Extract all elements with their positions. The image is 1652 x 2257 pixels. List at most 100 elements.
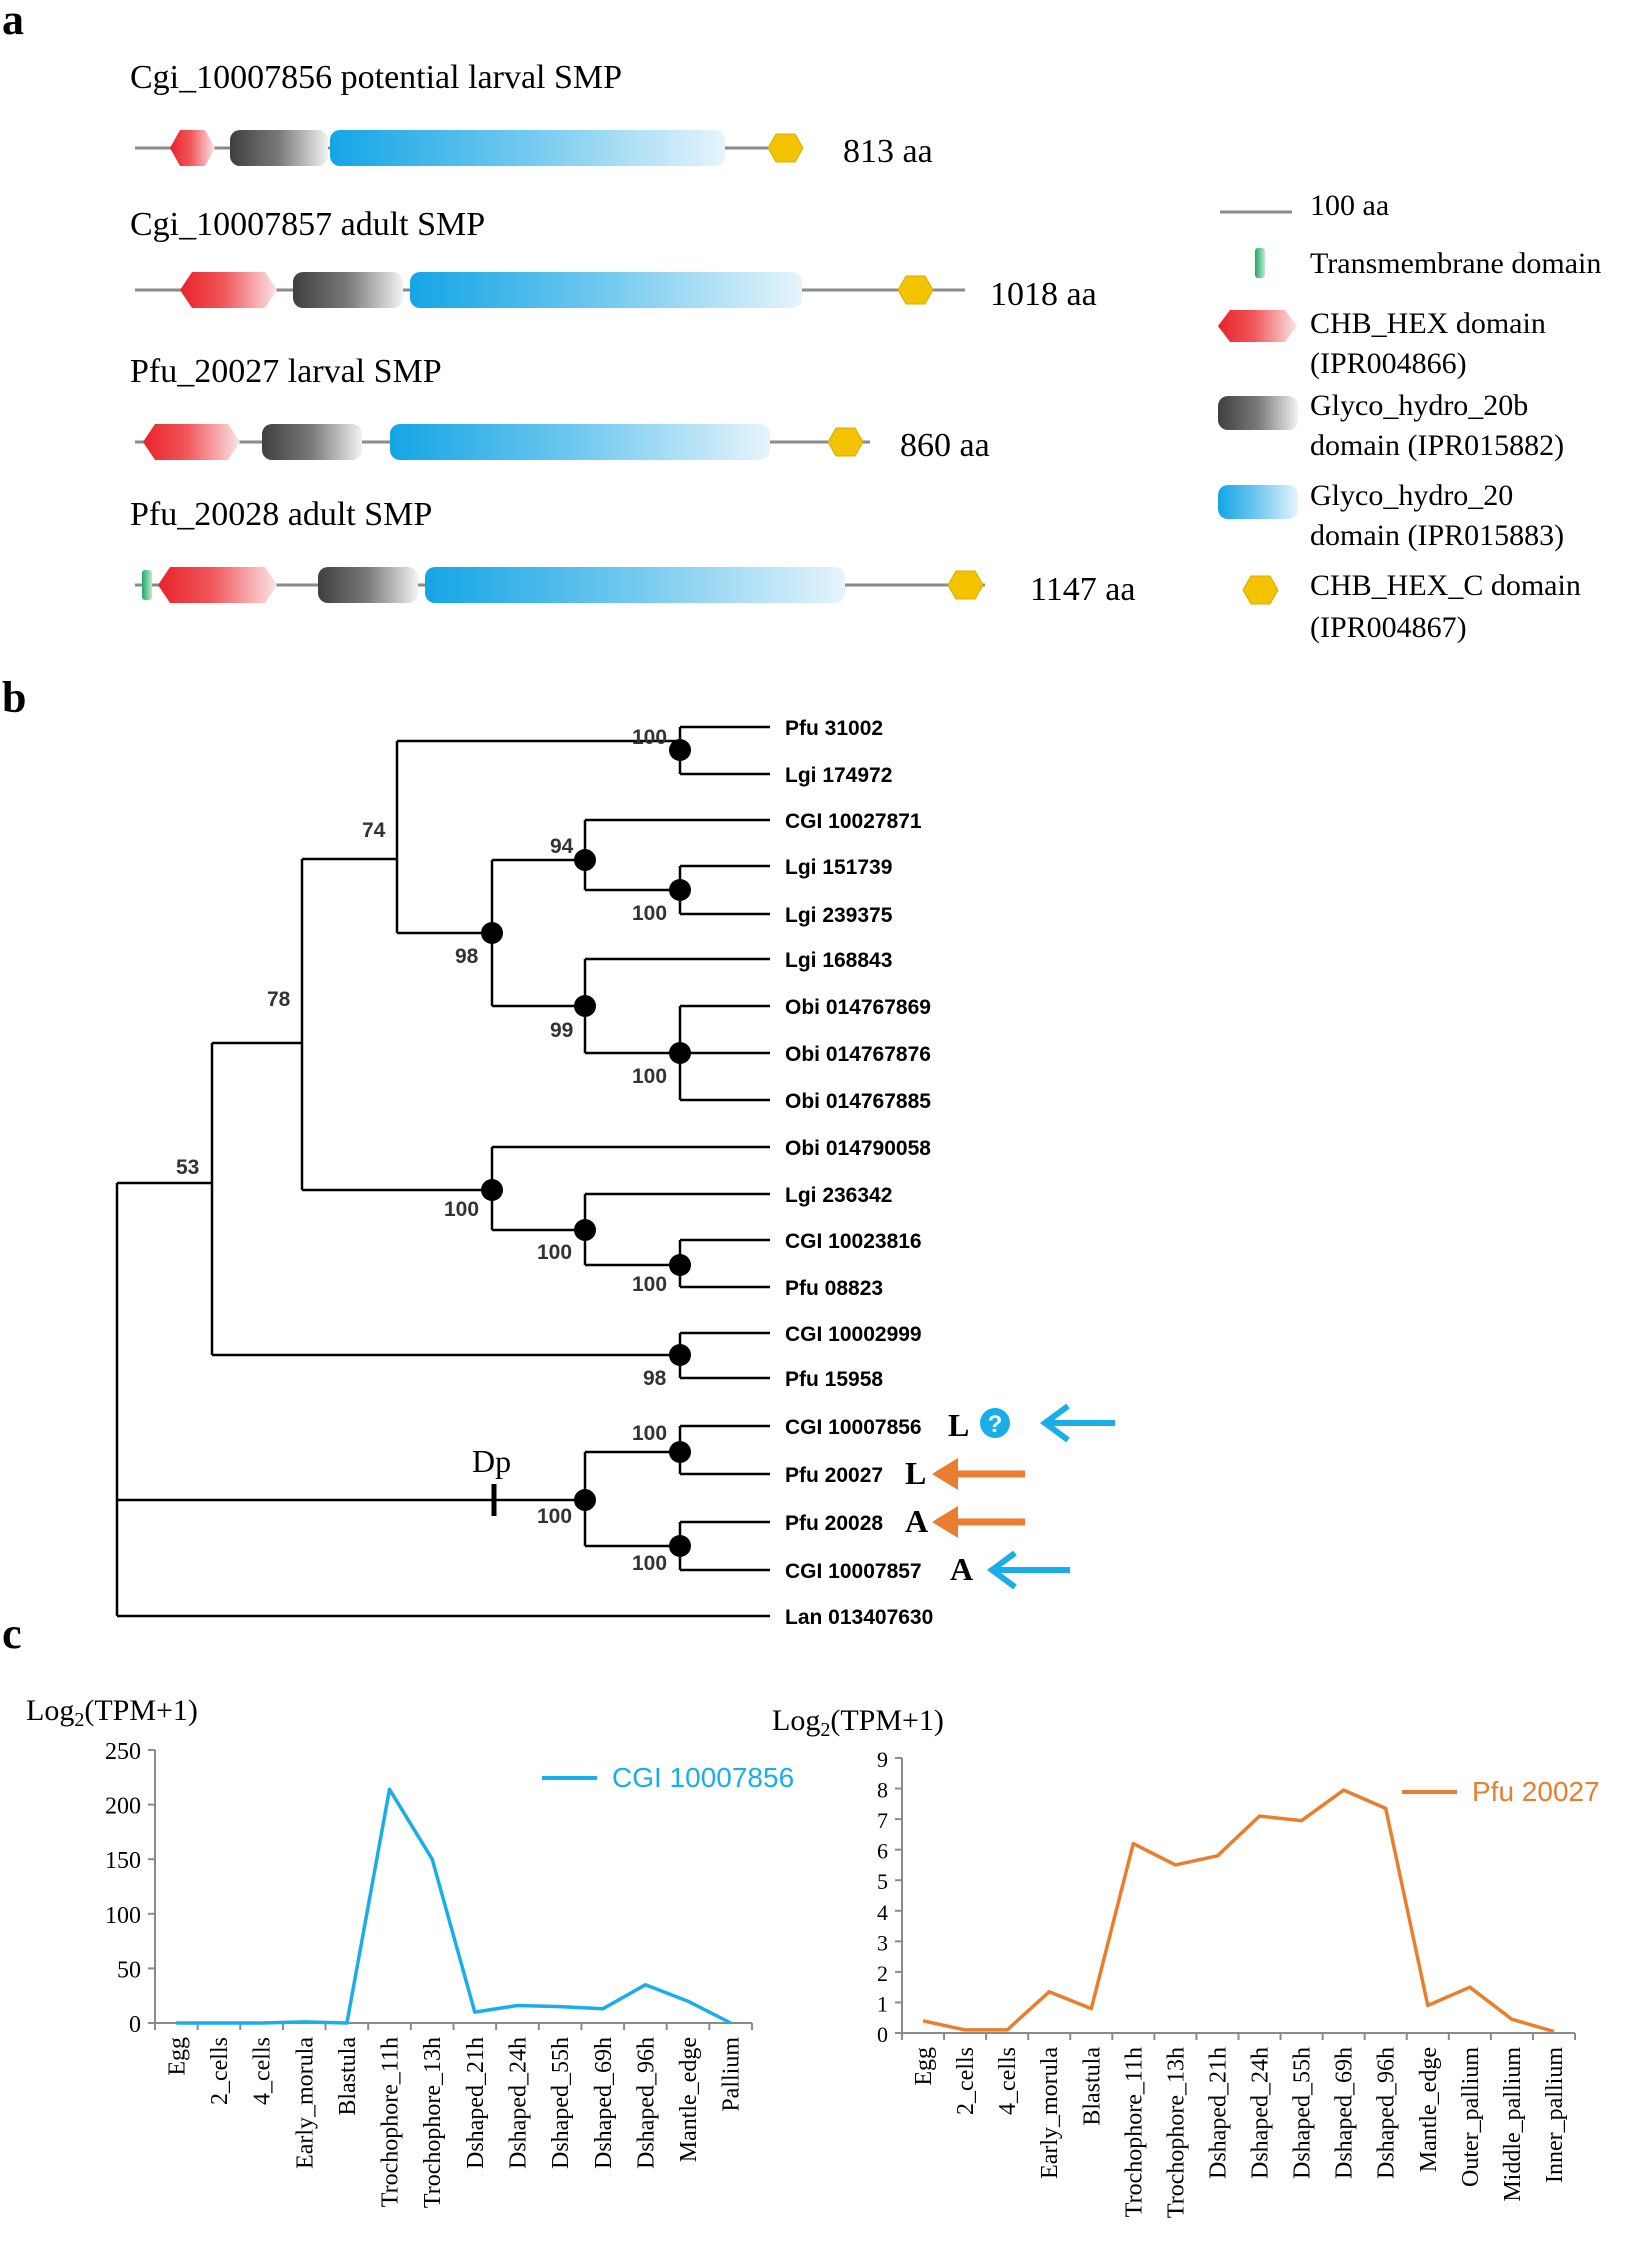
leaf-label: CGI 10002999 — [785, 1323, 922, 1346]
x-tick-label: Egg — [911, 2047, 937, 2086]
x-tick-label: Dshaped_69h — [591, 2037, 617, 2169]
panel-letter-a: a — [2, 0, 24, 44]
node-dot — [669, 739, 691, 761]
node-dot — [669, 1254, 691, 1276]
right-ylabel: Log2(TPM+1) — [772, 1704, 944, 1741]
bootstrap-labels: 100 74 94 100 98 99 100 78 100 100 100 5… — [176, 726, 667, 1575]
leaf-label: Obi 014767876 — [785, 1043, 931, 1066]
leaf-label: Lgi 239375 — [785, 904, 893, 927]
protein-title-4: Pfu_20028 adult SMP — [130, 496, 432, 533]
glyco-hydro-20-domain — [330, 130, 725, 166]
orange-arrow-icon — [932, 1506, 1025, 1538]
chb-hex-c-domain — [767, 133, 804, 163]
transmembrane-domain — [142, 570, 152, 600]
stage-markers: L L A A — [905, 1407, 973, 1587]
legend-chb-hex-swatch — [1218, 310, 1297, 342]
protein-length-3: 860 aa — [900, 427, 990, 464]
protein-length-1: 813 aa — [843, 133, 933, 170]
bootstrap-value: 100 — [632, 1065, 667, 1088]
protein-title-1: Cgi_10007856 potential larval SMP — [130, 59, 622, 96]
y-tick-label: 2 — [877, 1961, 888, 1986]
x-tick-label: Dshaped_96h — [1374, 2047, 1400, 2179]
panel-letter-b: b — [2, 673, 27, 722]
x-tick-label: 2_cells — [953, 2047, 979, 2115]
leaf-label: Pfu 31002 — [785, 717, 883, 740]
y-tick-label: 7 — [877, 1808, 888, 1833]
node-dot — [574, 995, 596, 1017]
legend-glyco20-id: domain (IPR015883) — [1310, 519, 1564, 552]
node-dot — [669, 879, 691, 901]
larval-marker: L — [905, 1455, 926, 1491]
legend-scale-label: 100 aa — [1310, 189, 1389, 222]
leaf-label: CGI 10027871 — [785, 810, 922, 833]
node-dot — [481, 922, 503, 944]
x-tick-label: Inner_pallium — [1542, 2047, 1568, 2183]
legend-chb-hex-c-label: CHB_HEX_C domain — [1310, 569, 1581, 602]
adult-marker: A — [950, 1551, 973, 1587]
legend-label: Pfu 20027 — [1472, 1776, 1600, 1807]
bootstrap-value: 98 — [643, 1367, 667, 1390]
node-dot — [669, 1441, 691, 1463]
y-tick-label: 9 — [877, 1747, 888, 1772]
bootstrap-value: 100 — [444, 1198, 479, 1221]
x-tick-label: Dshaped_55h — [548, 2037, 574, 2169]
x-tick-label: Dshaped_96h — [633, 2037, 659, 2169]
legend-label: CGI 10007856 — [612, 1762, 794, 1793]
bootstrap-value: 99 — [550, 1019, 573, 1042]
bootstrap-value: 100 — [632, 902, 667, 925]
leaf-label: Pfu 15958 — [785, 1368, 883, 1391]
legend-glyco20b-label: Glyco_hydro_20b — [1310, 389, 1528, 422]
leaf-label: Obi 014767885 — [785, 1090, 931, 1113]
node-dot — [574, 1489, 596, 1511]
larval-marker: L — [948, 1407, 969, 1443]
glyco-hydro-20-domain — [410, 272, 802, 308]
x-tick-label: Trochophore_13h — [420, 2037, 446, 2208]
node-dot — [481, 1179, 503, 1201]
orange-arrow-icon — [932, 1458, 1025, 1490]
chb-hex-c-domain — [897, 275, 934, 305]
y-tick-label: 100 — [105, 1903, 141, 1929]
bootstrap-value: 100 — [632, 1422, 667, 1445]
y-tick-label: 200 — [105, 1794, 141, 1820]
cyan-arrow-icon — [986, 1550, 1070, 1590]
leaf-label: Pfu 20028 — [785, 1512, 883, 1535]
question-icon-glyph: ? — [988, 1411, 1003, 1438]
x-tick-label: Pallium — [719, 2037, 745, 2112]
leaf-label: Lan 013407630 — [785, 1606, 933, 1629]
x-tick-label: Mantle_edge — [676, 2037, 702, 2162]
y-tick-label: 250 — [105, 1739, 141, 1765]
x-tick-label: Mantle_edge — [1416, 2047, 1442, 2172]
arrows — [932, 1403, 1115, 1590]
protein-title-3: Pfu_20027 larval SMP — [130, 353, 442, 390]
chb-hex-domain — [158, 567, 277, 603]
bootstrap-value: 74 — [362, 819, 386, 842]
protein-title-2: Cgi_10007857 adult SMP — [130, 206, 485, 243]
leaf-label: Lgi 151739 — [785, 856, 892, 879]
bootstrap-value: 100 — [537, 1241, 572, 1264]
leaf-labels: Pfu 31002 Lgi 174972 CGI 10027871 Lgi 15… — [785, 717, 933, 1629]
bootstrap-value: 100 — [632, 1273, 667, 1296]
y-tick-label: 3 — [877, 1930, 888, 1955]
glyco-hydro-20b-domain — [318, 567, 418, 603]
x-tick-label: Dshaped_21h — [463, 2037, 489, 2169]
x-tick-label: Dshaped_69h — [1332, 2047, 1358, 2179]
x-tick-label: 4_cells — [250, 2037, 276, 2105]
protein-length-4: 1147 aa — [1030, 571, 1135, 608]
y-tick-label: 0 — [877, 2022, 888, 2047]
x-tick-label: 2_cells — [207, 2037, 233, 2105]
glyco-hydro-20b-domain — [230, 130, 328, 166]
legend-transmembrane-label: Transmembrane domain — [1310, 247, 1601, 280]
domain-architecture-panel: Cgi_10007856 potential larval SMP 813 aa… — [130, 59, 1601, 644]
duplication-label: Dp — [472, 1443, 511, 1479]
adult-marker: A — [905, 1503, 928, 1539]
y-tick-label: 0 — [129, 2012, 141, 2038]
glyco-hydro-20-domain — [390, 424, 770, 460]
node-dots — [481, 739, 691, 1557]
node-dot — [669, 1344, 691, 1366]
leaf-label: Lgi 168843 — [785, 949, 892, 972]
leaf-label: Pfu 20027 — [785, 1464, 883, 1487]
x-tick-label: Dshaped_21h — [1205, 2047, 1231, 2179]
chb-hex-c-domain — [947, 570, 984, 600]
chb-hex-domain — [170, 130, 215, 166]
